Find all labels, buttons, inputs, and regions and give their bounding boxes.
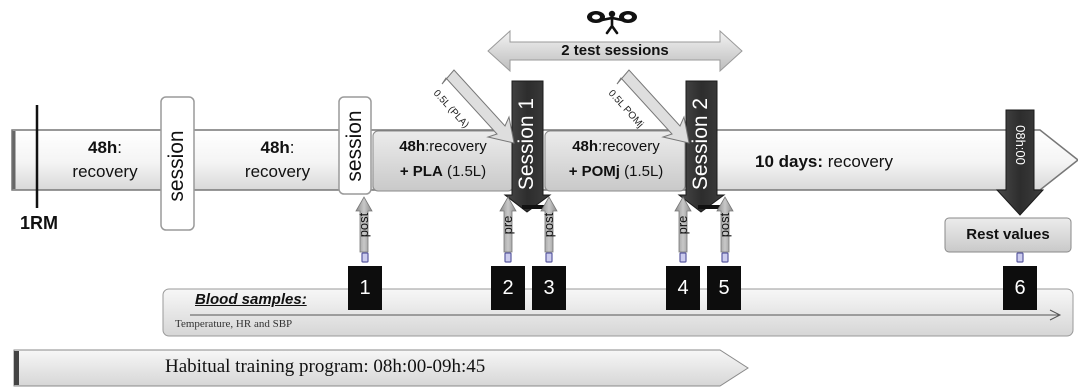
- blood-samples-subtitle: Temperature, HR and SBP: [175, 318, 293, 330]
- test-sessions-label: 2 test sessions: [561, 42, 669, 59]
- phase-3-volume: (1.5L): [442, 163, 487, 180]
- sample-number-4: 4: [666, 266, 700, 310]
- phase-1-line-1: 48h:: [50, 136, 160, 160]
- sample-number-2: 2: [491, 266, 525, 310]
- phase-3-line-2: + PLA (1.5L): [376, 160, 510, 184]
- 1rm-label: 1RM: [20, 213, 59, 233]
- sample-tag-3: post: [541, 212, 556, 238]
- session-2-label: session: [343, 110, 366, 182]
- sample-tag-1: post: [356, 212, 371, 238]
- phase-4-recovery: :recovery: [598, 138, 660, 155]
- phase-3-recovery: :recovery: [425, 138, 487, 155]
- phase-2-duration: 48h: [260, 138, 290, 157]
- blood-samples-title: Blood samples:: [195, 291, 307, 308]
- training-program-label: Habitual training program: 08h:00-09h:45: [165, 356, 486, 377]
- session-1-tick: [522, 205, 546, 209]
- pla-drink-arrow: [441, 69, 515, 144]
- phase-2-line-2: recovery: [244, 162, 311, 181]
- phase-5-recovery: recovery: [823, 152, 893, 171]
- pomj-recovery-box: [544, 130, 686, 192]
- sample-tag-5: post: [717, 212, 732, 238]
- sample-number-5: 5: [707, 266, 741, 310]
- rest-values-box: [944, 217, 1072, 253]
- time-0800-label: 08h:00: [1013, 125, 1028, 165]
- blood-samples-bar: [162, 288, 1074, 337]
- session-2-arrow-label: Session 2: [689, 97, 712, 191]
- phase-3-duration: 48h: [399, 138, 426, 155]
- sample-tag-2: pre: [500, 215, 515, 235]
- pomj-drink-arrow: [616, 69, 690, 144]
- phase-4-pomj: + POMj: [568, 163, 620, 180]
- phase-4-line-1: 48h:recovery: [548, 135, 684, 159]
- session-1-label: session: [165, 130, 188, 202]
- phase-5-duration: 10 days:: [755, 152, 824, 171]
- phase-4-line-2: + POMj (1.5L): [548, 160, 684, 184]
- phase-2-line-1: 48h:: [220, 136, 335, 160]
- phase-1-duration: 48h: [87, 138, 118, 157]
- syringe-icons: [361, 252, 1024, 263]
- sample-number-6: 6: [1003, 266, 1037, 310]
- sample-number-3: 3: [532, 266, 566, 310]
- test-sessions-arrow: [487, 29, 743, 73]
- session-1-arrow-label: Session 1: [515, 97, 538, 191]
- phase-1-line-2: recovery: [72, 162, 138, 181]
- session-1-arrow: [503, 80, 552, 213]
- phase-3-pla: + PLA: [399, 163, 443, 180]
- phase-2-colon: :: [289, 138, 295, 157]
- phase-5-label: 10 days: recovery: [755, 150, 975, 174]
- session-box-1: [160, 96, 195, 231]
- session-2-arrow: [677, 80, 726, 213]
- phase-4-volume: (1.5L): [619, 163, 664, 180]
- session-2-tick: [698, 205, 720, 209]
- time-0800-arrow: [995, 109, 1045, 216]
- rest-values-label: Rest values: [966, 226, 1050, 243]
- athlete-icon: [587, 10, 637, 35]
- phase-3-line-1: 48h:recovery: [376, 135, 510, 159]
- session-box-2: [338, 96, 372, 195]
- phase-1-colon: :: [117, 138, 123, 157]
- sample-tag-4: pre: [675, 215, 690, 235]
- sample-number-1: 1: [348, 266, 382, 310]
- phase-4-duration: 48h: [572, 138, 599, 155]
- sample-up-arrows: [355, 196, 734, 253]
